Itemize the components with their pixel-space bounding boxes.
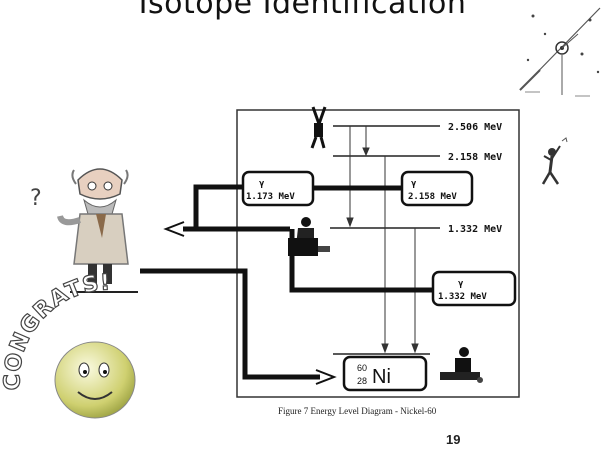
falling-figure-icon [312, 107, 325, 148]
level-label-2158: 2.158 MeV [448, 152, 502, 163]
gamma-box-1173: γ 1.173 MeV [243, 172, 313, 205]
gamma-symbol: γ [411, 179, 417, 189]
gamma-path-lines [140, 187, 435, 377]
figure-caption: Figure 7 Energy Level Diagram - Nickel-6… [278, 406, 437, 416]
atomic-number: 28 [357, 376, 367, 386]
gamma-energy-1173: 1.173 MeV [246, 192, 295, 202]
level-label-1332: 1.332 MeV [448, 224, 502, 235]
atom-scatter-icon [520, 8, 600, 96]
svg-text:?: ? [30, 186, 42, 211]
gamma-energy-1332: 1.332 MeV [438, 292, 487, 302]
gamma-energy-2158: 2.158 MeV [408, 192, 457, 202]
level-label-2506: 2.506 MeV [448, 122, 502, 133]
mass-number: 60 [357, 363, 367, 373]
page-number: 19 [446, 432, 460, 447]
transition-arrows [347, 126, 418, 352]
element-symbol: Ni [372, 366, 391, 388]
gamma-box-2158: γ 2.158 MeV [402, 172, 472, 205]
gamma-symbol: γ [259, 179, 265, 189]
resting-figure-icon [440, 347, 483, 383]
gamma-box-1332: γ 1.332 MeV [433, 272, 515, 305]
gamma-symbol: γ [458, 279, 464, 289]
running-figure-icon [543, 138, 567, 184]
nickel-60-box: 60 28 Ni [344, 357, 426, 390]
